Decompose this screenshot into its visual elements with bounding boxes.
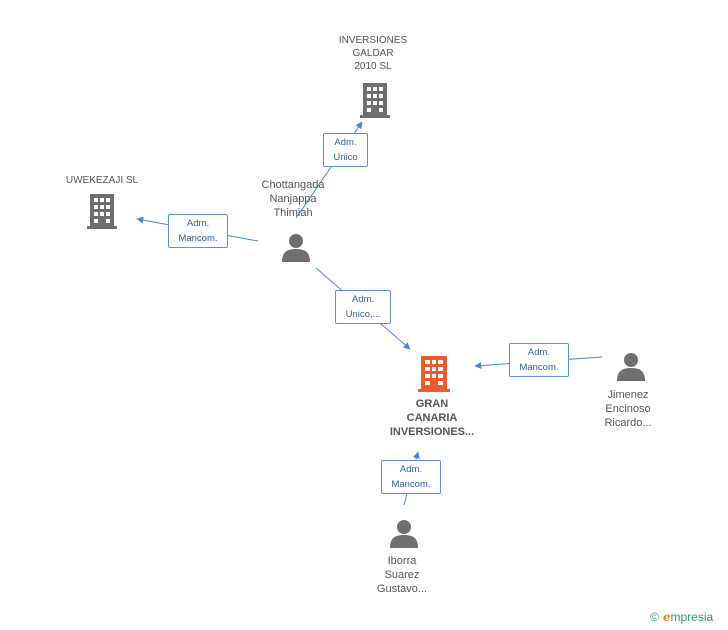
node-label-galdar[interactable]: INVERSIONES GALDAR 2010 SL xyxy=(338,35,408,72)
edge-label-adm-mancom-uwekezaji: Adm. Mancom. xyxy=(168,214,228,248)
node-label-uwekezaji[interactable]: UWEKEZAJI SL xyxy=(65,175,139,186)
edge-label-adm-mancom-jimenez: Adm. Mancom. xyxy=(509,343,569,377)
node-label-chottangada[interactable]: Chottangada Nanjappa Thimiah xyxy=(261,179,325,219)
node-label-jimenez[interactable]: Jimenez Encinoso Ricardo... xyxy=(604,389,652,429)
person-icon[interactable] xyxy=(616,352,646,382)
person-icon[interactable] xyxy=(389,519,419,549)
brand-first-letter: e xyxy=(662,610,671,624)
node-label-gran-canaria[interactable]: GRAN CANARIA INVERSIONES... xyxy=(389,398,475,438)
empresia-logo[interactable]: ©empresia xyxy=(650,610,713,624)
brand-name: mpresia xyxy=(670,610,714,624)
edge-label-adm-mancom-iborra: Adm. Mancom. xyxy=(381,460,441,494)
person-icon[interactable] xyxy=(281,233,311,263)
building-icon[interactable] xyxy=(87,194,117,229)
building-icon-main[interactable] xyxy=(418,356,450,392)
edge-label-adm-unico-gran-canaria: Adm. Unico,... xyxy=(335,290,391,324)
building-icon[interactable] xyxy=(360,83,390,118)
edge-label-adm-unico-galdar: Adm. Unico xyxy=(323,133,368,167)
node-label-iborra[interactable]: Iborra Suarez Gustavo... xyxy=(376,555,428,595)
copyright-symbol: © xyxy=(650,610,659,624)
